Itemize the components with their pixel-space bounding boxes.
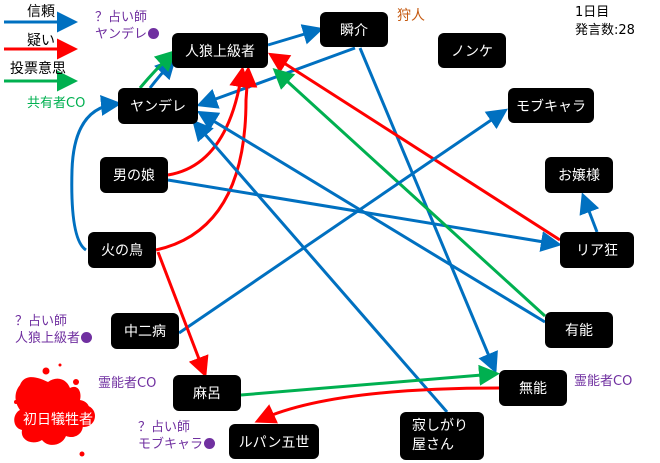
edge-trust-hinotori-to-yandere — [70, 94, 122, 252]
seer-marker-icon — [81, 332, 93, 343]
edge-trust-jinrou-to-shunsuke — [267, 24, 324, 47]
shared-co-label: 共有者CO — [27, 96, 86, 111]
node-shunsuke[interactable]: 瞬介 — [320, 12, 388, 47]
edge-trust-chuuni-to-mobu — [178, 108, 508, 335]
node-nonke[interactable]: ノンケ — [438, 33, 506, 68]
seer-claim-lupin-title: ？占い師 — [138, 420, 191, 435]
node-yuunou[interactable]: 有能 — [545, 312, 613, 348]
node-sabishigariya-line2: 屋さん — [412, 437, 454, 453]
edge-vote-yandere-to-jinrou — [138, 49, 177, 89]
node-mobu[interactable]: モブキャラ — [508, 88, 594, 123]
node-hinotori[interactable]: 火の鳥 — [88, 232, 156, 268]
node-jinrou[interactable]: 人狼上級者 — [172, 33, 268, 68]
node-first-victim[interactable]: 初日犠牲者 — [23, 412, 93, 428]
legend-doubt-label: 疑い — [27, 33, 55, 49]
node-munou[interactable]: 無能 — [499, 370, 567, 406]
seer-marker-icon — [204, 438, 216, 449]
seer-claim-yandere-target: ヤンデレ — [95, 26, 160, 43]
node-lupin[interactable]: ルパン五世 — [229, 424, 319, 459]
edge-doubt-otoko-to-jinrou — [167, 66, 251, 177]
edge-vote-maro-to-munou — [240, 364, 500, 397]
seer-claim-chuuni-target: 人狼上級者 — [15, 330, 93, 347]
node-maro[interactable]: 麻呂 — [173, 375, 241, 411]
node-chuuni[interactable]: 中二病 — [111, 313, 179, 349]
edge-doubt-hinotori-to-jinrou — [155, 66, 258, 252]
node-riakyou[interactable]: リア狂 — [560, 232, 634, 268]
seer-claim-chuuni-name: 人狼上級者 — [15, 331, 81, 346]
seer-claim-lupin-target: モブキャラ — [138, 436, 216, 453]
seer-claim-chuuni-title: ？占い師 — [15, 314, 68, 329]
node-sabishigariya-line1: 寂しがり — [412, 418, 468, 434]
legend-vote-label: 投票意思 — [10, 61, 66, 77]
hunter-label: 狩人 — [397, 8, 425, 24]
edge-trust-yuunou-to-yandere — [196, 110, 546, 324]
node-ojou[interactable]: お嬢様 — [545, 157, 613, 193]
post-count: 発言数:28 — [575, 23, 635, 38]
node-otoko[interactable]: 男の娘 — [100, 157, 168, 193]
node-sabishigariya[interactable]: 寂しがり 屋さん — [400, 412, 484, 460]
edge-doubt-hinotori-to-maro — [156, 251, 209, 378]
node-yandere[interactable]: ヤンデレ — [118, 88, 198, 124]
edge-doubt-riakyou-to-jinrou — [267, 52, 561, 242]
seer-claim-lupin-name: モブキャラ — [138, 437, 204, 452]
medium-co-munou-label: 霊能者CO — [574, 374, 633, 389]
medium-co-maro-label: 霊能者CO — [98, 376, 157, 391]
seer-marker-icon — [148, 28, 160, 39]
seer-claim-yandere-title: ？占い師 — [95, 10, 148, 25]
edge-trust-sabishi-to-yandere — [192, 119, 449, 413]
edge-vote-yuunou-to-jinrou — [272, 67, 547, 318]
blood-splatter-icon — [14, 363, 95, 457]
day-label: 1日目 — [575, 5, 610, 20]
seer-claim-yandere-name: ヤンデレ — [95, 27, 148, 42]
edge-doubt-munou-to-lupin — [254, 386, 500, 424]
edge-trust-riakyou-to-ojou — [579, 192, 600, 233]
legend-trust-label: 信頼 — [27, 4, 55, 20]
